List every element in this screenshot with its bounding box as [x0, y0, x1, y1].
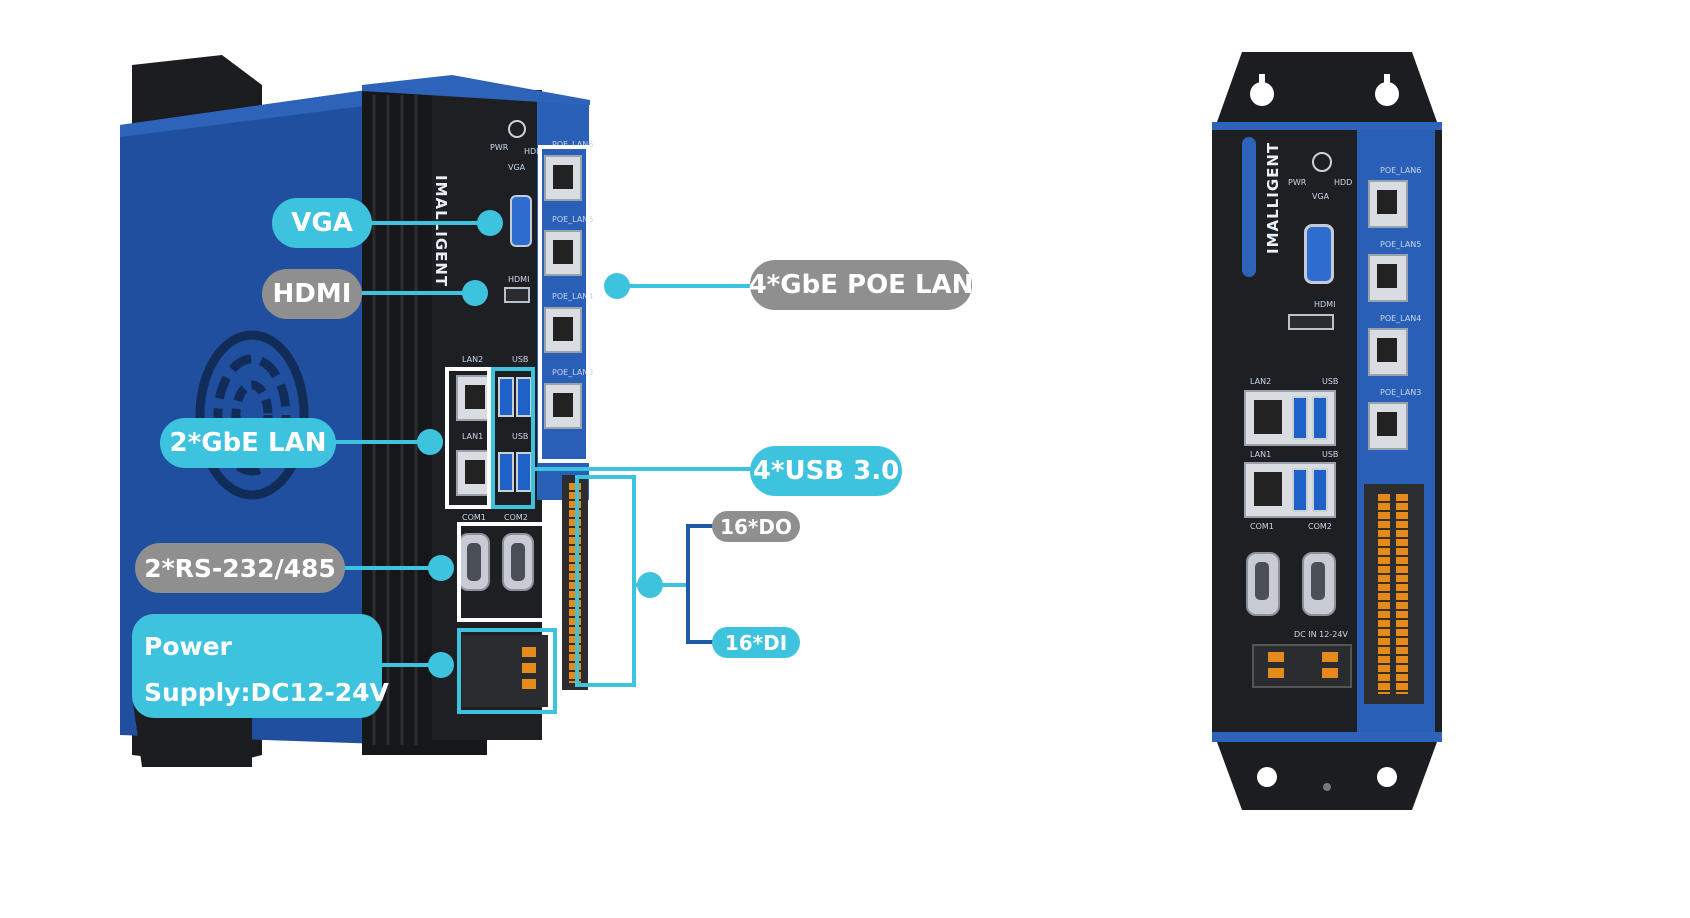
poe-lan6-port [544, 155, 582, 201]
front-poe-lan3-port [1368, 402, 1408, 450]
poe6-label: POE_LAN6 [552, 140, 594, 149]
lan-highlight [445, 367, 491, 509]
vga-callout: VGA [272, 198, 372, 248]
dio-bracket [686, 526, 690, 644]
front-poe5-label: POE_LAN5 [1380, 240, 1422, 249]
front-poe-lan6-port [1368, 180, 1408, 228]
usb-bottom-label: USB [512, 432, 529, 441]
front-usb-port-4 [1312, 468, 1328, 512]
front-power-button-icon [1312, 152, 1332, 172]
front-usb-port-3 [1292, 468, 1308, 512]
hdmi-dot [462, 280, 488, 306]
front-com1-port [1246, 552, 1280, 616]
usb-port-1 [498, 377, 514, 417]
front-lan2-port [1254, 400, 1282, 434]
lan1-label: LAN1 [462, 432, 484, 441]
front-lan1-label: LAN1 [1250, 450, 1272, 459]
front-usb-bottom-label: USB [1322, 450, 1339, 459]
brand-label: IMALLIGENT [432, 175, 450, 288]
poe3-label: POE_LAN3 [552, 368, 594, 377]
poe-lan-highlight [538, 145, 590, 463]
usb-port-3 [498, 452, 514, 492]
front-dio-pins-left [1378, 494, 1390, 694]
pwr-label: PWR [490, 143, 509, 152]
dio-dot [637, 572, 663, 598]
lan2-port [456, 375, 490, 421]
front-brand-label: IMALLIGENT [1264, 141, 1282, 254]
front-poe4-label: POE_LAN4 [1380, 314, 1422, 323]
front-usb-port-1 [1292, 396, 1308, 440]
power-leader [380, 663, 440, 667]
di-callout: 16*DI [712, 627, 800, 658]
front-poe-lan5-port [1368, 254, 1408, 302]
rs232-leader [340, 566, 440, 570]
front-hdmi-port [1288, 314, 1334, 330]
front-dc-in-label: DC IN 12-24V [1294, 630, 1348, 639]
power-terminal-pins [522, 647, 536, 689]
gbe-lan-dot [417, 429, 443, 455]
com2-label: COM2 [504, 513, 528, 522]
front-dio-pins-right [1396, 494, 1408, 694]
front-com1-label: COM1 [1250, 522, 1274, 531]
di-branch [686, 640, 716, 644]
front-dio-terminal-block [1364, 484, 1424, 704]
dio-highlight [575, 475, 636, 687]
poe-lan3-port [544, 383, 582, 429]
gbe-lan-callout: 2*GbE LAN [160, 418, 336, 468]
power-callout-line2: Supply:DC12-24V [144, 678, 389, 707]
device-front-view: IMALLIGENT PWR HDD VGA HDMI POE_LAN6 POE… [1212, 52, 1442, 812]
hdmi-port [504, 287, 530, 303]
front-power-pins-left [1268, 652, 1284, 680]
front-usb-port-2 [1312, 396, 1328, 440]
power-button-icon [508, 120, 526, 138]
front-vga-port [1304, 224, 1334, 284]
front-com2-label: COM2 [1308, 522, 1332, 531]
poe-lan-leader [618, 284, 758, 288]
usb-callout: 4*USB 3.0 [750, 446, 902, 496]
front-com2-port [1302, 552, 1336, 616]
usb-top-label: USB [512, 355, 529, 364]
front-usb-top-label: USB [1322, 377, 1339, 386]
front-hdmi-label: HDMI [1314, 300, 1336, 309]
lan1-port [456, 450, 490, 496]
poe-lan4-port [544, 307, 582, 353]
poe-lan-callout: 4*GbE POE LAN [749, 260, 973, 310]
poe4-label: POE_LAN4 [552, 292, 594, 301]
front-hdd-label: HDD [1334, 178, 1353, 187]
lan2-label: LAN2 [462, 355, 484, 364]
rs232-callout: 2*RS-232/485 [135, 543, 345, 593]
do-branch [686, 524, 716, 528]
front-vga-label: VGA [1312, 192, 1330, 201]
poe5-label: POE_LAN5 [552, 215, 594, 224]
com2-port [502, 533, 534, 591]
front-power-pins-right [1322, 652, 1338, 680]
com-highlight [457, 522, 558, 622]
vga-dot [477, 210, 503, 236]
rs232-dot [428, 555, 454, 581]
poe-lan5-port [544, 230, 582, 276]
front-poe-lan4-port [1368, 328, 1408, 376]
gbe-lan-leader [330, 440, 430, 444]
power-callout-line1: Power [144, 632, 232, 661]
vga-port-label: VGA [508, 163, 526, 172]
do-callout: 16*DO [712, 511, 800, 542]
power-dot [428, 652, 454, 678]
hdd-label: HDD [524, 147, 543, 156]
front-poe6-label: POE_LAN6 [1380, 166, 1422, 175]
power-highlight [457, 628, 557, 714]
front-pwr-label: PWR [1288, 178, 1307, 187]
front-lan1-port [1254, 472, 1282, 506]
vga-port [510, 195, 532, 247]
front-lan2-label: LAN2 [1250, 377, 1272, 386]
front-poe3-label: POE_LAN3 [1380, 388, 1422, 397]
hdmi-port-label: HDMI [508, 275, 530, 284]
usb-highlight [491, 367, 535, 509]
hdmi-callout: HDMI [262, 269, 362, 319]
power-callout: Power Supply:DC12-24V [132, 614, 389, 718]
usb-leader [535, 467, 760, 471]
com1-label: COM1 [462, 513, 486, 522]
vga-leader [370, 221, 488, 225]
hdmi-leader [358, 291, 478, 295]
